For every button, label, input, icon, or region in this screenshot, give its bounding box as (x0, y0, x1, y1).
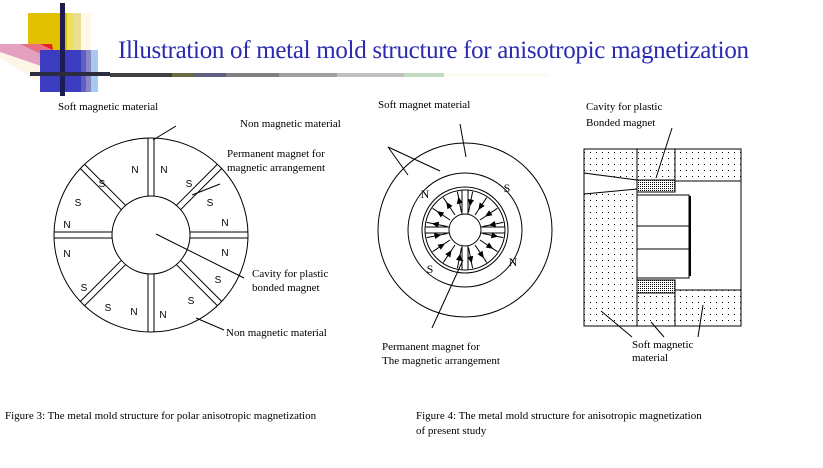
fig4-leader-permanent (431, 259, 464, 329)
fig5-soft-lower-mid (636, 292, 676, 327)
fig5-cavity-bottom (636, 279, 676, 294)
fig3-pole-label: N (160, 165, 167, 176)
fig4-pole-label: S (504, 181, 511, 195)
fig4-arrow-icon (484, 210, 493, 217)
fig3-outer-ring (53, 137, 249, 333)
fig4-arrow-icon (434, 233, 442, 239)
fig5-label-soft-2: material (632, 352, 669, 364)
fig4-arrow-icon (467, 255, 474, 264)
fig3-spacer-bar (176, 163, 218, 206)
fig4-label-soft-magnet: Soft magnet material (378, 99, 471, 111)
fig3-label-permanent-1: Permanent magnet for (227, 148, 325, 160)
fig3-pole-label: N (63, 220, 70, 231)
fig4-arrow-icon (437, 243, 446, 250)
fig5-outer-frame (583, 148, 742, 327)
fig3-pole-label: N (221, 248, 228, 259)
fig5-core-3 (636, 248, 690, 279)
figure3-caption: Figure 3: The metal mold structure for p… (5, 410, 317, 422)
fig4-arrow-icon (468, 199, 474, 207)
fig4-arrow-icon (485, 242, 494, 249)
fig3-cavity-circle (111, 195, 191, 275)
fig4-outer-ring (377, 142, 553, 318)
fig4-arrow-icon (446, 201, 453, 210)
fig3-label-non-magnetic-bottom: Non magnetic material (226, 327, 327, 339)
fig3-pole-label: S (81, 283, 88, 294)
fig3-label-cavity-2: bonded magnet (252, 282, 320, 294)
fig3-spacer-bar (180, 260, 223, 302)
fig3-pole-label: N (131, 165, 138, 176)
fig4-arrow-icon (488, 221, 496, 227)
fig3-pole-label: N (130, 307, 137, 318)
fig4-pole-label: N (509, 255, 518, 269)
fig3-pole-label: N (63, 249, 70, 260)
fig3-pole-label: S (99, 179, 106, 190)
title-underline (110, 73, 550, 77)
fig3-leader-non-magnetic-bottom (195, 317, 225, 331)
fig4-middle-ring (407, 172, 523, 288)
fig5-soft-upper-mid (636, 148, 676, 181)
fig5-soft-upper-right (674, 148, 742, 182)
fig4-magnet-outer (421, 186, 509, 274)
fig4-label-permanent-1: Permanent magnet for (382, 341, 480, 353)
fig5-core-2 (636, 225, 690, 250)
fig3-pole-label: S (105, 303, 112, 314)
fig3-label-non-magnetic-top: Non magnetic material (240, 118, 341, 130)
fig3-label-permanent-2: magnetic arrangement (227, 162, 326, 174)
fig4-arrow-icon (477, 250, 484, 259)
fig3-label-soft-magnetic: Soft magnetic material (58, 101, 159, 113)
fig5-label-cavity-1: Cavity for plastic (586, 101, 663, 113)
fig3-leader-permanent (191, 183, 221, 196)
fig3-pole-label: N (159, 310, 166, 321)
fig5-label-soft-1: Soft magnetic (632, 339, 694, 351)
fig5-cavity-top (636, 179, 676, 193)
fig3-label-cavity-1: Cavity for plastic (252, 268, 329, 280)
fig4-arrow-icon (436, 211, 445, 218)
fig4-arrow-icon (431, 221, 440, 228)
fig4-arrow-icon (478, 202, 485, 211)
fig4-arrow-icon (456, 253, 462, 261)
fig4-leader-soft-magnet-b (387, 146, 441, 172)
fig3-spacer-bar (180, 168, 223, 210)
fig4-pole-label: N (421, 187, 430, 201)
fig5-core-1 (636, 194, 690, 227)
fig5-label-cavity-2: Bonded magnet (586, 117, 656, 129)
fig3-pole-label: N (221, 218, 228, 229)
slide-logo-icon (0, 3, 110, 96)
fig4-leader-soft-magnet-a (387, 146, 409, 176)
fig4-leader-soft-magnet (459, 123, 467, 158)
fig5-leader-cavity (655, 127, 673, 179)
fig5-leader-soft-a (600, 310, 633, 338)
fig4-arrow-icon (456, 196, 463, 205)
fig3-leader-non-magnetic-top (152, 125, 177, 141)
fig3-pole-label: S (186, 179, 193, 190)
fig3-spacer-bar (79, 168, 122, 210)
fig5-leader-soft-b (650, 321, 665, 338)
slide-title: Illustration of metal mold structure for… (118, 37, 749, 64)
fig4-pole-label: S (427, 262, 434, 276)
fig4-arrow-icon (445, 249, 452, 258)
fig5-soft-left (583, 188, 638, 327)
fig3-spacer-bar (84, 264, 126, 307)
fig3-pole-label: S (215, 275, 222, 286)
fig3-pole-label: S (207, 198, 214, 209)
fig3-pole-label: S (188, 296, 195, 307)
figure4-caption-line2: of present study (416, 425, 487, 437)
fig5-soft-lower-right (674, 289, 742, 327)
figure4-caption-line1: Figure 4: The metal mold structure for a… (416, 410, 702, 422)
fig3-spacer-bar (84, 163, 126, 206)
fig4-arrow-icon (490, 232, 499, 239)
fig3-spacer-bar (79, 260, 122, 302)
fig5-soft-upper-left (583, 148, 638, 181)
fig4-label-permanent-2: The magnetic arrangement (382, 355, 500, 367)
fig4-magnet-outer-inner (424, 189, 506, 271)
fig4-core-circle (448, 213, 482, 247)
fig3-pole-label: S (75, 198, 82, 209)
fig3-leader-cavity (155, 233, 245, 279)
fig5-leader-soft-c (697, 304, 704, 338)
fig3-spacer-bar (176, 264, 218, 307)
